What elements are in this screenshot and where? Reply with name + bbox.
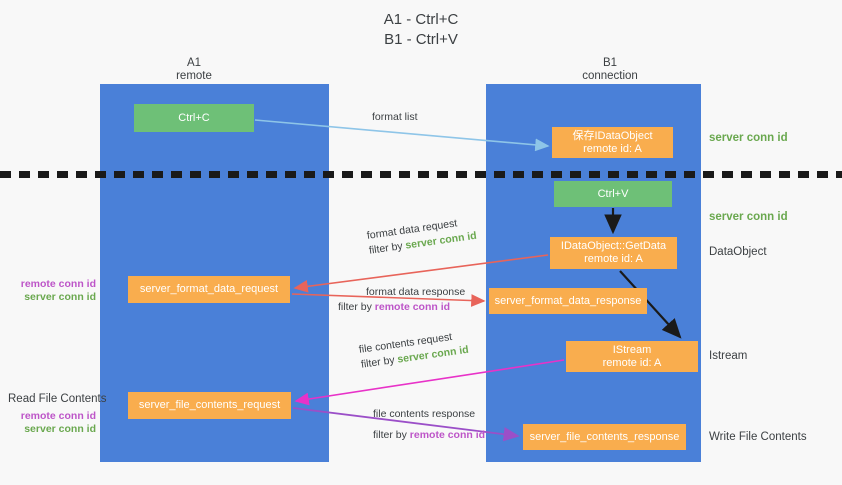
- edge-label-format-data-response: format data response filter by remote co…: [338, 285, 465, 315]
- side-label-server-conn-id-mid: server conn id: [709, 211, 788, 223]
- left-label-remote-conn-id-1: remote conn id: [20, 278, 96, 290]
- filter-prefix: filter by: [360, 353, 399, 371]
- box-server-file-contents-response[interactable]: server_file_contents_response: [523, 424, 686, 450]
- filter-prefix: filter by: [373, 429, 410, 441]
- left-label-conn-ids-top: remote conn id server conn id: [10, 278, 96, 304]
- filter-value-remote-conn-id: remote conn id: [409, 429, 486, 441]
- left-label-read-file-contents: Read File Contents: [8, 393, 107, 405]
- edge-label-file-contents-response: file contents response filter by remote …: [373, 407, 485, 443]
- side-label-istream: Istream: [709, 350, 748, 362]
- side-label-dataobject: DataObject: [709, 246, 767, 258]
- left-label-remote-conn-id-2: remote conn id: [20, 410, 96, 422]
- box-idataobject-getdata[interactable]: IDataObject::GetData remote id: A: [550, 237, 677, 269]
- box-server-format-data-request[interactable]: server_format_data_request: [128, 276, 290, 303]
- column-header-a1: A1 remote: [176, 57, 212, 82]
- left-label-server-conn-id-2: server conn id: [24, 423, 96, 435]
- box-istream[interactable]: IStream remote id: A: [566, 341, 698, 372]
- filter-value-remote-conn-id: remote conn id: [374, 301, 451, 313]
- left-label-conn-ids-bottom: remote conn id server conn id: [10, 410, 96, 436]
- edge-label-file-contents-response-text: file contents response: [373, 408, 476, 420]
- page-title: A1 - Ctrl+C B1 - Ctrl+V: [383, 11, 459, 48]
- edge-label-format-data-response-filter: filter by remote conn id: [338, 300, 465, 315]
- dashed-divider: [0, 171, 842, 178]
- side-label-write-file-contents: Write File Contents: [709, 431, 807, 443]
- left-label-server-conn-id-1: server conn id: [24, 291, 96, 303]
- box-idataobject[interactable]: 保存IDataObject remote id: A: [552, 127, 673, 158]
- box-ctrl-c[interactable]: Ctrl+C: [134, 104, 254, 132]
- box-ctrl-v[interactable]: Ctrl+V: [554, 181, 672, 207]
- edge-label-file-contents-response-filter: filter by remote conn id: [373, 428, 485, 443]
- box-server-format-data-response[interactable]: server_format_data_response: [489, 288, 647, 314]
- edge-label-format-data-response-text: format data response: [366, 286, 466, 298]
- filter-prefix: filter by: [338, 301, 375, 313]
- edge-label-format-list: format list: [372, 111, 418, 123]
- box-server-file-contents-request[interactable]: server_file_contents_request: [128, 392, 291, 419]
- column-header-b1: B1 connection: [582, 57, 638, 82]
- side-label-server-conn-id-top: server conn id: [709, 132, 788, 144]
- filter-prefix: filter by: [368, 239, 407, 257]
